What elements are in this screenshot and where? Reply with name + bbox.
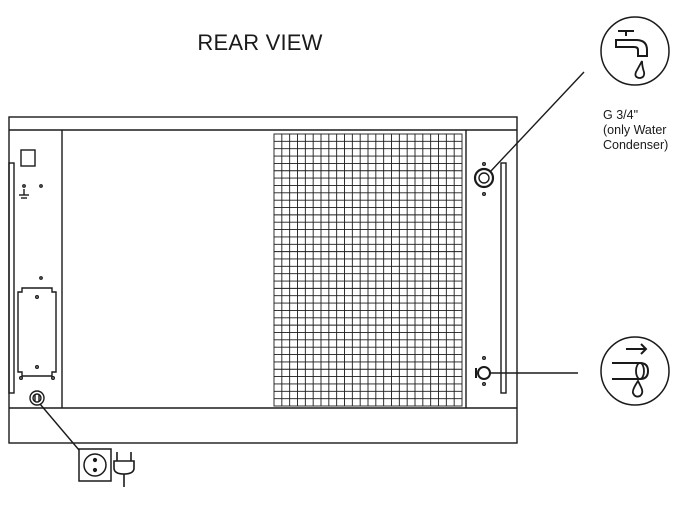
leader-line-water-inlet [489, 71, 585, 173]
power-plug-icon [113, 452, 135, 487]
cover-plate [17, 287, 57, 377]
condenser-grille [273, 133, 463, 407]
drain-pipe-icon [600, 336, 670, 406]
water-drain-connection [475, 356, 491, 387]
water-inlet-label-line-1: G 3/4" [603, 108, 639, 122]
power-inlet [29, 390, 45, 406]
water-inlet-label-line-3: Condenser) [603, 138, 669, 152]
water-tap-icon [600, 16, 670, 86]
ground-symbol-icon [19, 184, 29, 199]
diagram-title: REAR VIEW [197, 30, 323, 55]
power-socket-icon [78, 448, 112, 482]
control-panel [17, 149, 57, 406]
water-inlet-label: G 3/4" (only Water Condenser) [603, 108, 687, 153]
water-inlet-label-line-2: (only Water [603, 123, 667, 137]
leader-line-power [39, 403, 80, 451]
water-inlet-connection [473, 161, 495, 196]
main-switch [20, 149, 36, 167]
cabinet-outline [8, 116, 518, 444]
